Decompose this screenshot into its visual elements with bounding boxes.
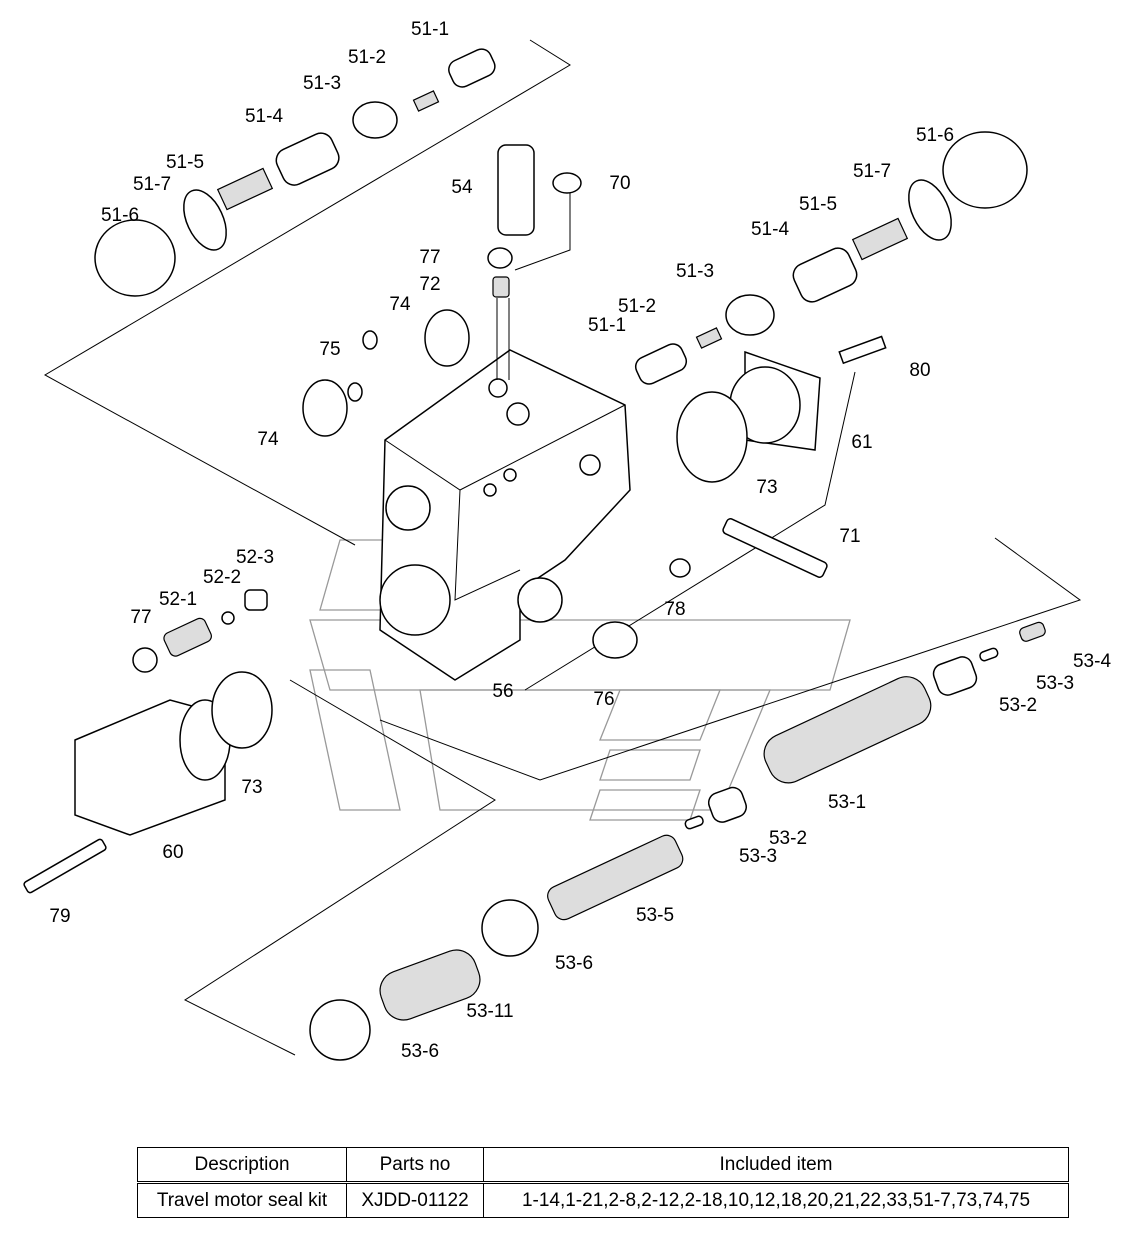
callout: 51-2 xyxy=(348,47,386,68)
callout: 74 xyxy=(389,294,411,315)
callout: 72 xyxy=(419,274,440,295)
callout: 51-5 xyxy=(166,152,204,173)
callout: 77 xyxy=(419,247,440,268)
callout: 53-1 xyxy=(828,792,866,813)
callout: 53-2 xyxy=(769,828,807,849)
cell-parts-no: XJDD-01122 xyxy=(346,1182,484,1218)
callout: 51-7 xyxy=(853,161,891,182)
callout: 53-6 xyxy=(555,953,593,974)
callout: 73 xyxy=(756,477,777,498)
cell-included-item: 1-14,1-21,2-8,2-12,2-18,10,12,18,20,21,2… xyxy=(483,1182,1069,1218)
callout: 73 xyxy=(241,777,262,798)
callout: 53-3 xyxy=(739,846,777,867)
callout: 53-11 xyxy=(466,1001,513,1022)
callout: 52-1 xyxy=(159,589,197,610)
callout: 51-6 xyxy=(916,125,954,146)
callout: 77 xyxy=(130,607,151,628)
callout: 76 xyxy=(593,689,614,710)
callout: 78 xyxy=(664,599,685,620)
callout: 52-2 xyxy=(203,567,241,588)
callout: 53-6 xyxy=(401,1041,439,1062)
callout: 74 xyxy=(257,429,279,450)
table-header-row: Description Parts no Included item xyxy=(137,1147,1069,1183)
header-included-item: Included item xyxy=(483,1147,1069,1183)
parts-54-70-77-72 xyxy=(302,144,582,437)
parts-53 xyxy=(309,621,1046,1061)
callout: 53-5 xyxy=(636,905,674,926)
callout: 51-3 xyxy=(303,73,341,94)
parts-51-right xyxy=(634,131,1028,578)
header-description: Description xyxy=(137,1147,347,1183)
part-number-labels: 51-1 51-2 51-3 51-4 51-5 51-7 51-6 54 70… xyxy=(49,19,1111,1062)
callout: 51-2 xyxy=(618,296,656,317)
callout: 75 xyxy=(319,339,340,360)
callout: 51-5 xyxy=(799,194,837,215)
callout: 52-3 xyxy=(236,547,274,568)
callout: 51-1 xyxy=(411,19,449,40)
parts-52-76 xyxy=(132,589,638,673)
table-row: Travel motor seal kit XJDD-01122 1-14,1-… xyxy=(137,1182,1069,1218)
callout: 51-7 xyxy=(133,174,171,195)
part-60-cover xyxy=(23,671,273,894)
callout: 71 xyxy=(839,526,860,547)
callout: 61 xyxy=(851,432,872,453)
callout: 53-3 xyxy=(1036,673,1074,694)
callout: 51-6 xyxy=(101,205,139,226)
callout: 51-3 xyxy=(676,261,714,282)
callout: 53-4 xyxy=(1073,651,1111,672)
callout: 56 xyxy=(492,681,513,702)
callout: 53-2 xyxy=(999,695,1037,716)
callout: 70 xyxy=(609,173,630,194)
valve-body-56 xyxy=(379,349,631,681)
callout: 51-4 xyxy=(751,219,789,240)
callout: 54 xyxy=(451,177,473,198)
parts-51-left xyxy=(94,48,496,297)
exploded-parts-diagram: 51-1 51-2 51-3 51-4 51-5 51-7 51-6 54 70… xyxy=(23,19,1111,1062)
callout: 80 xyxy=(909,360,930,381)
header-parts-no: Parts no xyxy=(346,1147,484,1183)
callout: 60 xyxy=(162,842,183,863)
seal-kit-table: Description Parts no Included item Trave… xyxy=(137,1147,1069,1218)
watermark-logo xyxy=(309,539,851,821)
callout: 51-4 xyxy=(245,106,283,127)
callout: 51-1 xyxy=(588,315,626,336)
cell-description: Travel motor seal kit xyxy=(137,1182,347,1218)
callout: 79 xyxy=(49,906,70,927)
